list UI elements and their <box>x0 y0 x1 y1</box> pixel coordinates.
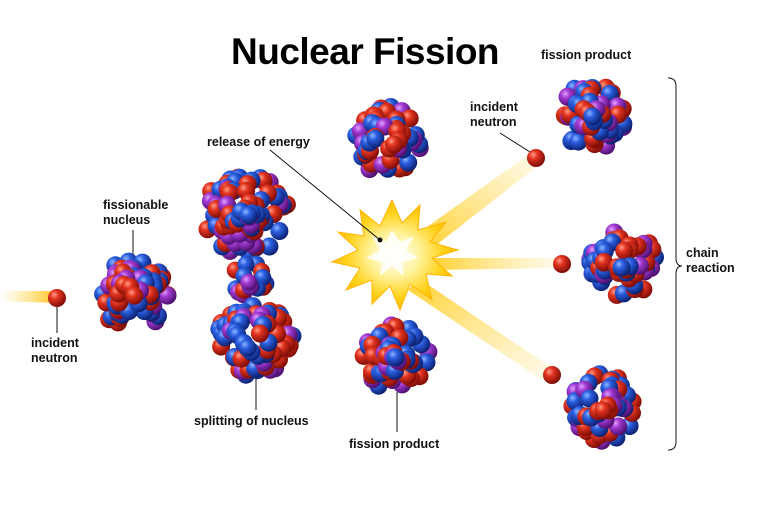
incident-neutron-trail-left <box>0 291 56 303</box>
nucleon <box>583 107 602 126</box>
chain-fission-product-3 <box>563 365 642 450</box>
label-fission-product-top: fission product <box>541 48 632 62</box>
nucleon <box>239 206 258 225</box>
chain-fission-product-1 <box>555 78 633 155</box>
beam-middle <box>430 258 558 270</box>
nucleon <box>386 348 405 367</box>
label-chain-reaction: chain reaction <box>686 246 735 275</box>
fissionable-nucleus <box>94 252 177 332</box>
nucleon <box>238 338 257 357</box>
chain-reaction-brace <box>667 77 683 451</box>
pointer-lines <box>56 77 683 451</box>
splitting-nucleus-neck <box>226 255 275 304</box>
fission-product-lower <box>354 316 438 395</box>
nucleon <box>250 324 269 343</box>
nucleon <box>594 253 613 271</box>
fission-product-upper <box>347 98 429 179</box>
label-release-of-energy: release of energy <box>207 135 310 149</box>
nucleon <box>594 401 613 420</box>
label-incident-neutron-left: incident neutron <box>31 336 79 365</box>
nucleon <box>569 132 588 151</box>
beam-upper <box>420 152 540 246</box>
free-neutrons-group <box>48 149 571 384</box>
pointer-release-of-energy <box>269 149 381 241</box>
pointer-dot-release <box>377 237 383 243</box>
chain-fission-product-2 <box>581 223 664 304</box>
nucleon <box>385 135 403 154</box>
nucleon <box>612 258 631 277</box>
incident-neutron-left <box>48 289 66 307</box>
pointer-incident-neutron-top <box>499 132 531 153</box>
label-fission-product-bottom: fission product <box>349 437 440 451</box>
label-splitting-of-nucleus: splitting of nucleus <box>194 414 309 428</box>
released-neutron-1 <box>527 149 545 167</box>
diagram-title: Nuclear Fission <box>231 31 500 72</box>
label-incident-neutron-top: incident neutron <box>470 100 518 129</box>
splitting-nucleus-lower-lobe <box>210 297 302 384</box>
nucleon <box>260 237 279 256</box>
label-fissionable-nucleus: fissionable nucleus <box>103 198 169 227</box>
beam-lower <box>408 278 552 380</box>
nucleon <box>615 241 634 260</box>
released-neutron-2 <box>553 255 571 273</box>
splitting-nucleus-upper-lobe <box>198 168 296 263</box>
released-neutron-3 <box>543 366 561 384</box>
nucleon <box>240 273 258 291</box>
nucleon <box>366 129 385 148</box>
nucleon <box>125 286 144 305</box>
nuclei-group <box>94 78 664 450</box>
nucleon <box>270 222 289 240</box>
